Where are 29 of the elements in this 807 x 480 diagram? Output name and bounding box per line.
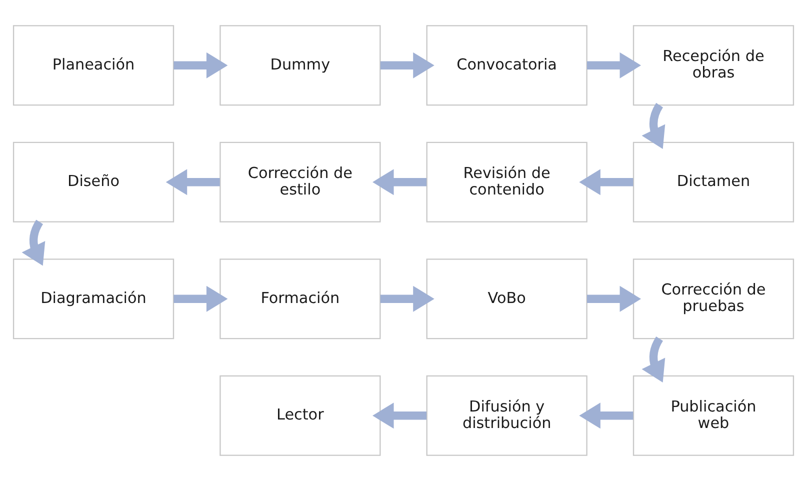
node-box: Diagramación — [12, 258, 174, 339]
arrow — [372, 402, 427, 428]
node-box: Recepción de obras — [632, 24, 794, 106]
arrow — [587, 285, 642, 312]
arrow — [22, 219, 46, 266]
arrow — [642, 336, 666, 382]
node-box: Diseño — [12, 141, 174, 222]
arrow — [380, 285, 434, 312]
arrow — [174, 285, 228, 312]
node-box: Corrección de estilo — [220, 141, 381, 222]
node-box: Difusión y distribución — [426, 374, 588, 456]
arrow — [642, 102, 666, 148]
node-box: Planeación — [12, 24, 174, 106]
arrow — [579, 402, 634, 428]
arrow — [380, 52, 434, 78]
node-box: Revisión de contenido — [426, 141, 588, 222]
arrow — [587, 52, 642, 78]
node-box: VoBo — [426, 258, 588, 339]
arrow — [166, 168, 220, 195]
node-box: Formación — [220, 258, 381, 339]
node-box: Dummy — [220, 24, 381, 106]
arrow — [579, 168, 634, 195]
node-box: Lector — [220, 374, 381, 456]
node-box: Corrección de pruebas — [632, 258, 794, 339]
node-box: Dictamen — [632, 141, 794, 222]
arrow — [372, 168, 427, 195]
node-box: Publicación web — [632, 374, 794, 456]
arrow — [174, 52, 228, 78]
node-box: Convocatoria — [426, 24, 588, 106]
